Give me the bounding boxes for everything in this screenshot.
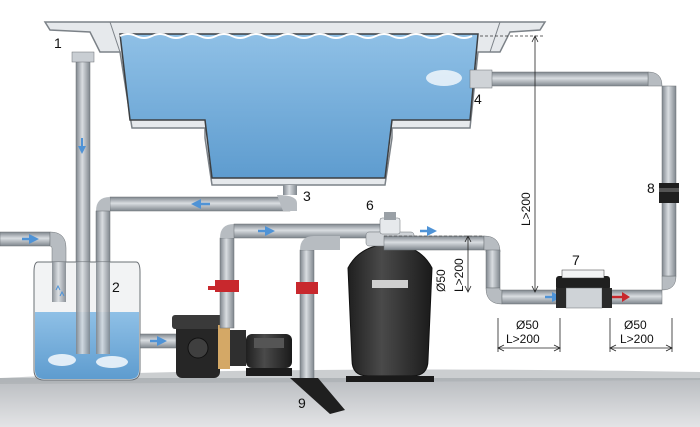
dimension-lines [464, 35, 673, 352]
tank-inlet-pipe [0, 231, 67, 271]
balance-tank-icon [33, 261, 141, 381]
filter-height-dimension: L>200 [452, 258, 466, 292]
valve-icon [208, 280, 239, 292]
callout-4: 4 [474, 91, 482, 107]
callout-6: 6 [366, 197, 374, 213]
left-pipe-diameter-dimension: Ø50 [516, 318, 539, 332]
salt-chlorinator-icon [556, 269, 612, 309]
callout-8: 8 [647, 180, 655, 196]
callout-7: 7 [572, 252, 580, 268]
left-pipe-length-dimension: L>200 [506, 332, 540, 346]
pool-height-dimension: L>200 [519, 192, 533, 226]
suction-pipe [139, 333, 177, 349]
waste-drain-pipe [290, 236, 345, 414]
right-pipe-diameter-dimension: Ø50 [624, 318, 647, 332]
right-pipe-length-dimension: L>200 [620, 332, 654, 346]
callout-1: 1 [54, 35, 62, 51]
callout-2: 2 [112, 279, 120, 295]
pump-icon [172, 315, 292, 378]
pool-basin-icon [43, 21, 547, 186]
sand-filter-icon [346, 212, 434, 382]
flow-meter-icon [659, 183, 679, 203]
filter-diameter-dimension: Ø50 [434, 269, 448, 292]
callout-9: 9 [298, 395, 306, 411]
callout-3: 3 [303, 188, 311, 204]
